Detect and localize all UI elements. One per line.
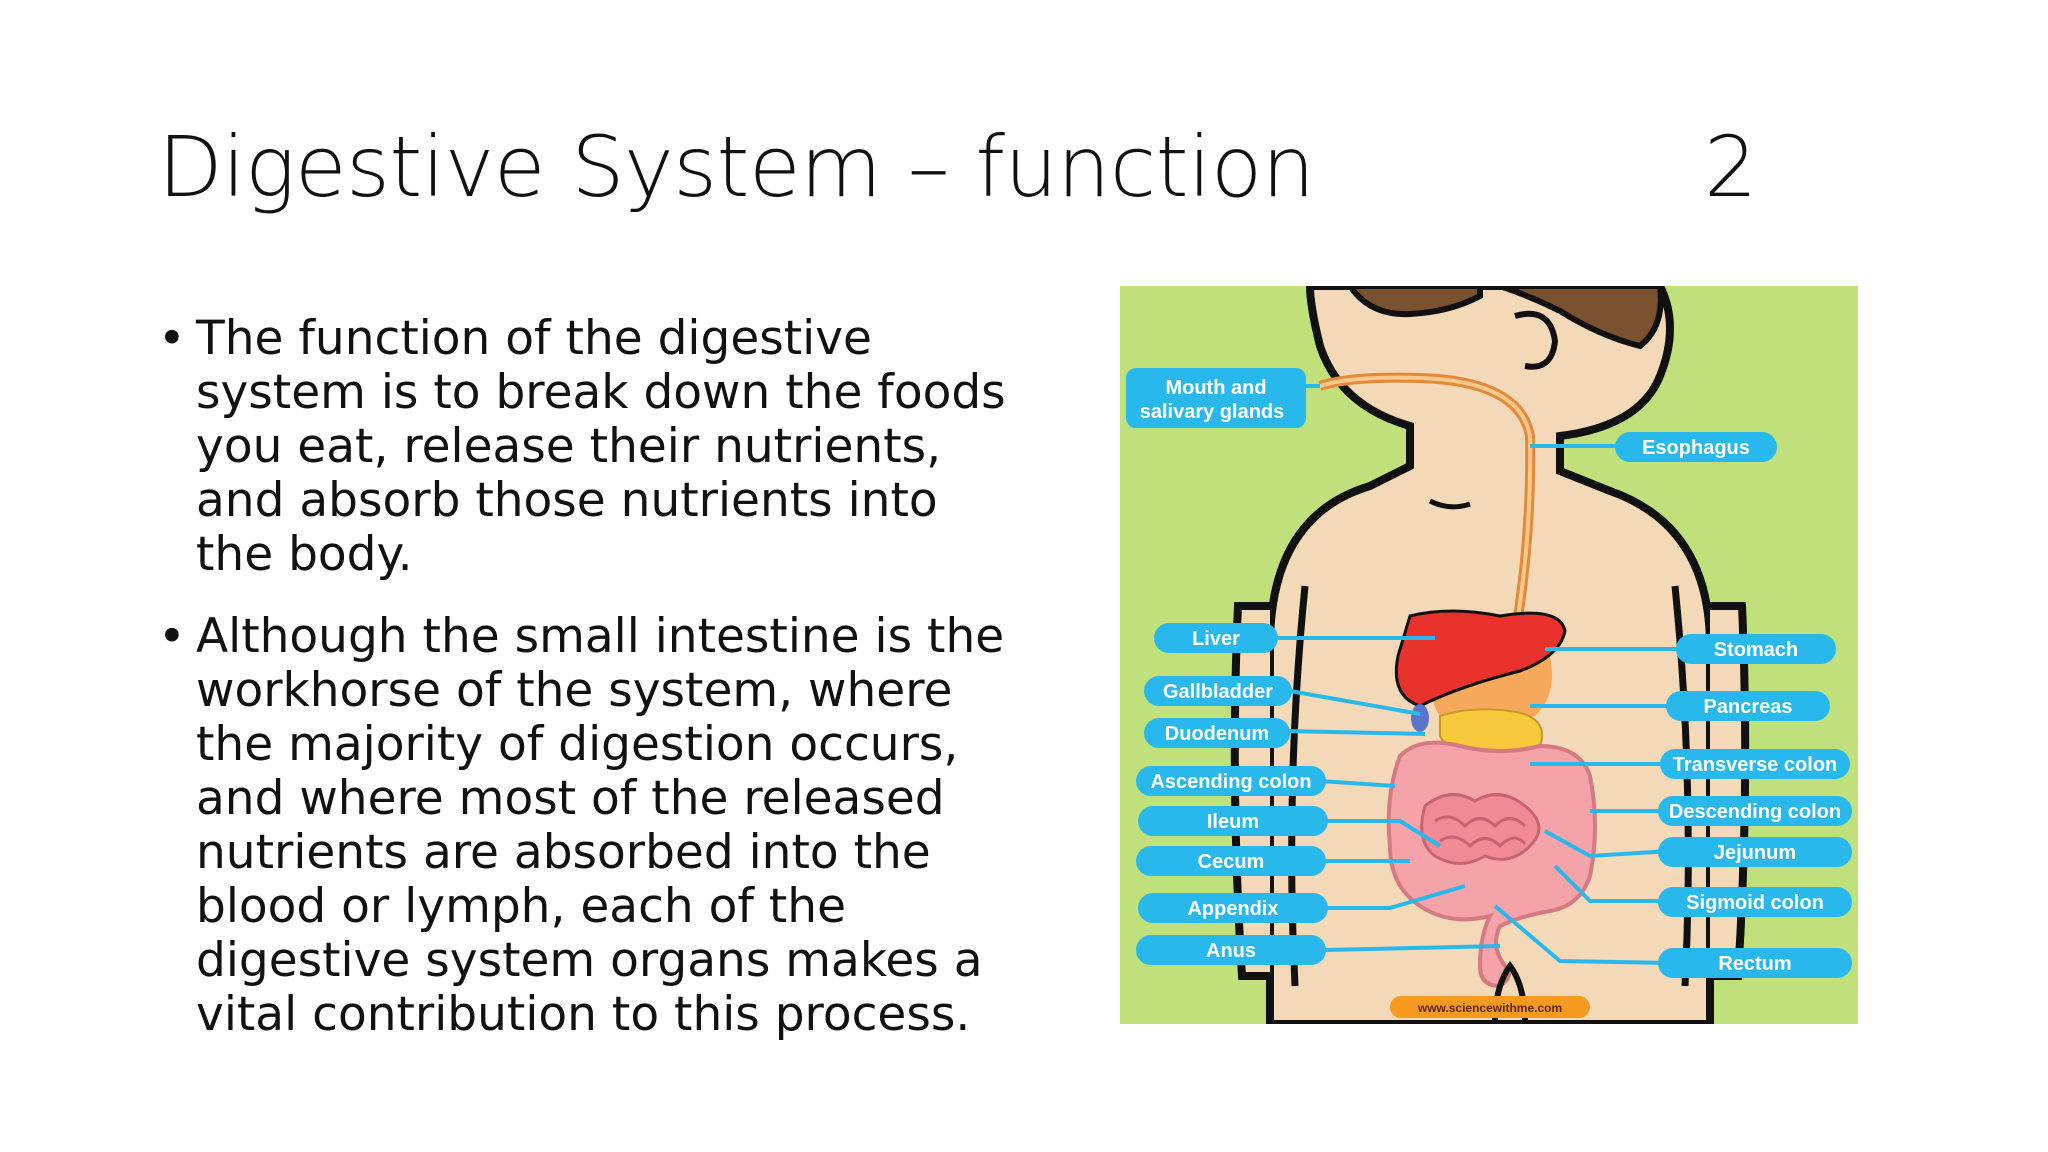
leader-jejunum — [1544, 829, 1671, 859]
gallbladder-organ — [1411, 704, 1429, 732]
label-pancreas-text: Pancreas — [1704, 696, 1793, 718]
bullet-item: • Although the small intestine is the wo… — [158, 610, 1028, 1042]
label-duodenum-text: Duodenum — [1165, 723, 1269, 745]
label-ileum-text: Ileum — [1207, 811, 1259, 833]
label-jejunum-text: Jejunum — [1714, 842, 1796, 864]
label-appendix: Appendix — [1138, 893, 1328, 923]
label-ileum: Ileum — [1138, 806, 1328, 836]
label-cecum: Cecum — [1136, 846, 1326, 876]
label-sigmoid-colon-text: Sigmoid colon — [1686, 892, 1824, 914]
label-appendix-text: Appendix — [1187, 898, 1278, 920]
label-gallbladder: Gallbladder — [1144, 676, 1292, 706]
label-anus-text: Anus — [1206, 940, 1256, 962]
label-esophagus-text: Esophagus — [1642, 437, 1750, 459]
leader-anus — [1324, 944, 1501, 952]
bullet-list: • The function of the digestive system i… — [158, 312, 1028, 1070]
digestive-system-diagram: Mouth and salivary glands Esophagus Live… — [1120, 286, 1858, 1024]
label-descending-colon: Descending colon — [1658, 796, 1852, 826]
label-gallbladder-text: Gallbladder — [1163, 681, 1273, 703]
slide-number: 2 — [1704, 118, 1758, 216]
hair — [1346, 286, 1664, 350]
label-mouth-line1: Mouth and — [1165, 377, 1266, 399]
label-mouth: Mouth and salivary glands — [1126, 368, 1306, 428]
label-pancreas: Pancreas — [1666, 691, 1830, 721]
small-intestine-folds — [1434, 815, 1527, 849]
label-stomach: Stomach — [1676, 634, 1836, 664]
bullet-item: • The function of the digestive system i… — [158, 312, 1028, 582]
bullet-text: Although the small intestine is the work… — [196, 609, 1005, 1042]
label-stomach-text: Stomach — [1714, 639, 1798, 661]
credit-badge: www.sciencewithme.com — [1390, 996, 1590, 1018]
label-cecum-text: Cecum — [1198, 851, 1265, 873]
slide-title: Digestive System – function — [158, 118, 1315, 216]
label-descending-colon-text: Descending colon — [1669, 801, 1841, 823]
bullet-marker: • — [158, 311, 186, 366]
leader-duodenum — [1284, 729, 1426, 736]
credit-text: www.sciencewithme.com — [1417, 1001, 1562, 1015]
leader-gallbladder — [1289, 689, 1421, 716]
leader-ascending-colon — [1319, 779, 1396, 788]
label-rectum: Rectum — [1658, 948, 1852, 978]
label-anus: Anus — [1136, 935, 1326, 965]
label-liver: Liver — [1154, 623, 1278, 653]
label-transverse-colon-text: Transverse colon — [1673, 754, 1838, 776]
diagram-canvas: Mouth and salivary glands Esophagus Live… — [1120, 286, 1858, 1024]
label-rectum-text: Rectum — [1718, 953, 1791, 975]
small-intestine — [1420, 793, 1541, 865]
label-esophagus: Esophagus — [1615, 432, 1777, 462]
label-transverse-colon: Transverse colon — [1660, 749, 1850, 779]
label-ascending-colon: Ascending colon — [1136, 766, 1326, 796]
leader-appendix — [1325, 884, 1466, 910]
bullet-marker: • — [158, 609, 186, 664]
label-ascending-colon-text: Ascending colon — [1150, 771, 1311, 793]
bullet-text: The function of the digestive system is … — [196, 311, 1006, 582]
neck-line — [1428, 498, 1471, 510]
ear — [1514, 310, 1559, 370]
label-duodenum: Duodenum — [1144, 718, 1290, 748]
label-mouth-line2: salivary glands — [1140, 401, 1285, 423]
leader-ileum — [1325, 819, 1442, 848]
liver-organ — [1394, 609, 1567, 708]
label-jejunum: Jejunum — [1658, 837, 1852, 867]
leader-lines — [1278, 384, 1680, 965]
leader-sigmoid-colon — [1553, 864, 1670, 903]
leader-rectum — [1493, 904, 1671, 965]
label-liver-text: Liver — [1192, 628, 1240, 650]
label-sigmoid-colon: Sigmoid colon — [1658, 887, 1852, 917]
